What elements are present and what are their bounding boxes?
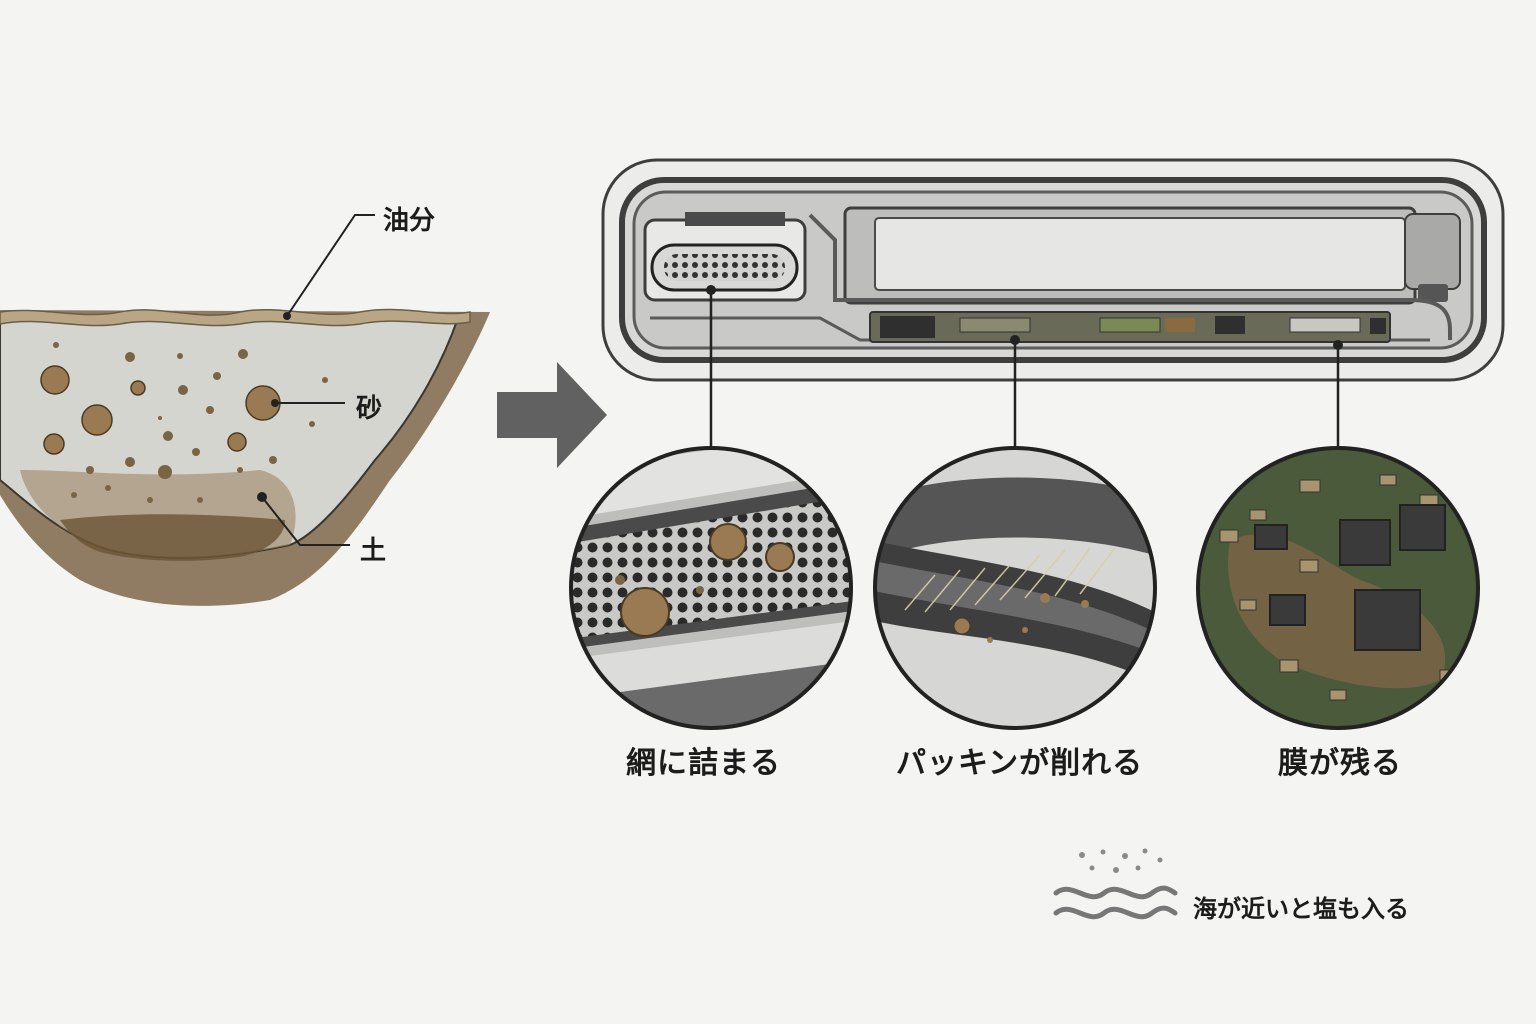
sand-label: 砂 (356, 394, 383, 424)
salt-note-text: 海が近いと塩も入る (1193, 895, 1409, 923)
dirt-label: 土 (360, 536, 387, 566)
device-cross-section (601, 158, 1505, 382)
sea-spray-wave-icon (1053, 848, 1178, 920)
flow-arrow (497, 362, 607, 468)
fine-particles (53, 342, 328, 503)
detail-gasket-wear (875, 448, 1155, 728)
pcb-components (880, 316, 1386, 338)
film-caption: 膜が残る (1278, 746, 1402, 781)
gasket-caption: パッキンが削れる (896, 746, 1144, 781)
mud-layer (60, 514, 285, 561)
dirt-leader-line (261, 496, 350, 546)
detail-residue-film (1198, 448, 1478, 728)
oil-leader-line (286, 214, 375, 317)
oil-film (0, 308, 471, 327)
soil-cross-section (0, 214, 490, 606)
sand-grains (40, 365, 281, 455)
detail-mesh-clog (571, 448, 851, 728)
mesh-caption: 網に詰まる (626, 746, 781, 781)
callout-lines (709, 290, 1340, 448)
oil-label: 油分 (383, 206, 436, 236)
